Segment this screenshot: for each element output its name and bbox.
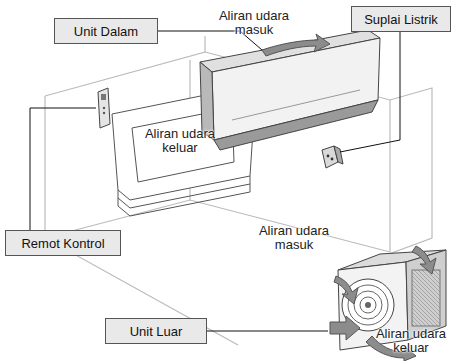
label-box: Suplai Listrik: [351, 6, 451, 32]
air-flow-label: Aliran udara masuk: [211, 9, 297, 37]
inlet-air-arrow: [262, 34, 330, 56]
label-box: Unit Dalam: [54, 18, 158, 44]
label-box: Unit Luar: [105, 318, 207, 344]
air-flow-label: Aliran udara keluar: [368, 327, 454, 355]
part-name: Suplai Listrik: [364, 12, 438, 27]
leader-lines: [30, 31, 400, 331]
air-flow-label: Aliran udara keluar: [137, 127, 223, 155]
air-flow-label: Aliran udara masuk: [251, 224, 337, 252]
part-name: Unit Dalam: [74, 24, 138, 39]
power-outlet: [322, 146, 343, 168]
indoor-unit: [200, 30, 380, 150]
part-name: Remot Kontrol: [21, 236, 104, 251]
label-box: Remot Kontrol: [5, 230, 121, 256]
room-outline: [45, 36, 432, 345]
remote-control: [98, 88, 110, 128]
part-name: Unit Luar: [130, 324, 183, 339]
